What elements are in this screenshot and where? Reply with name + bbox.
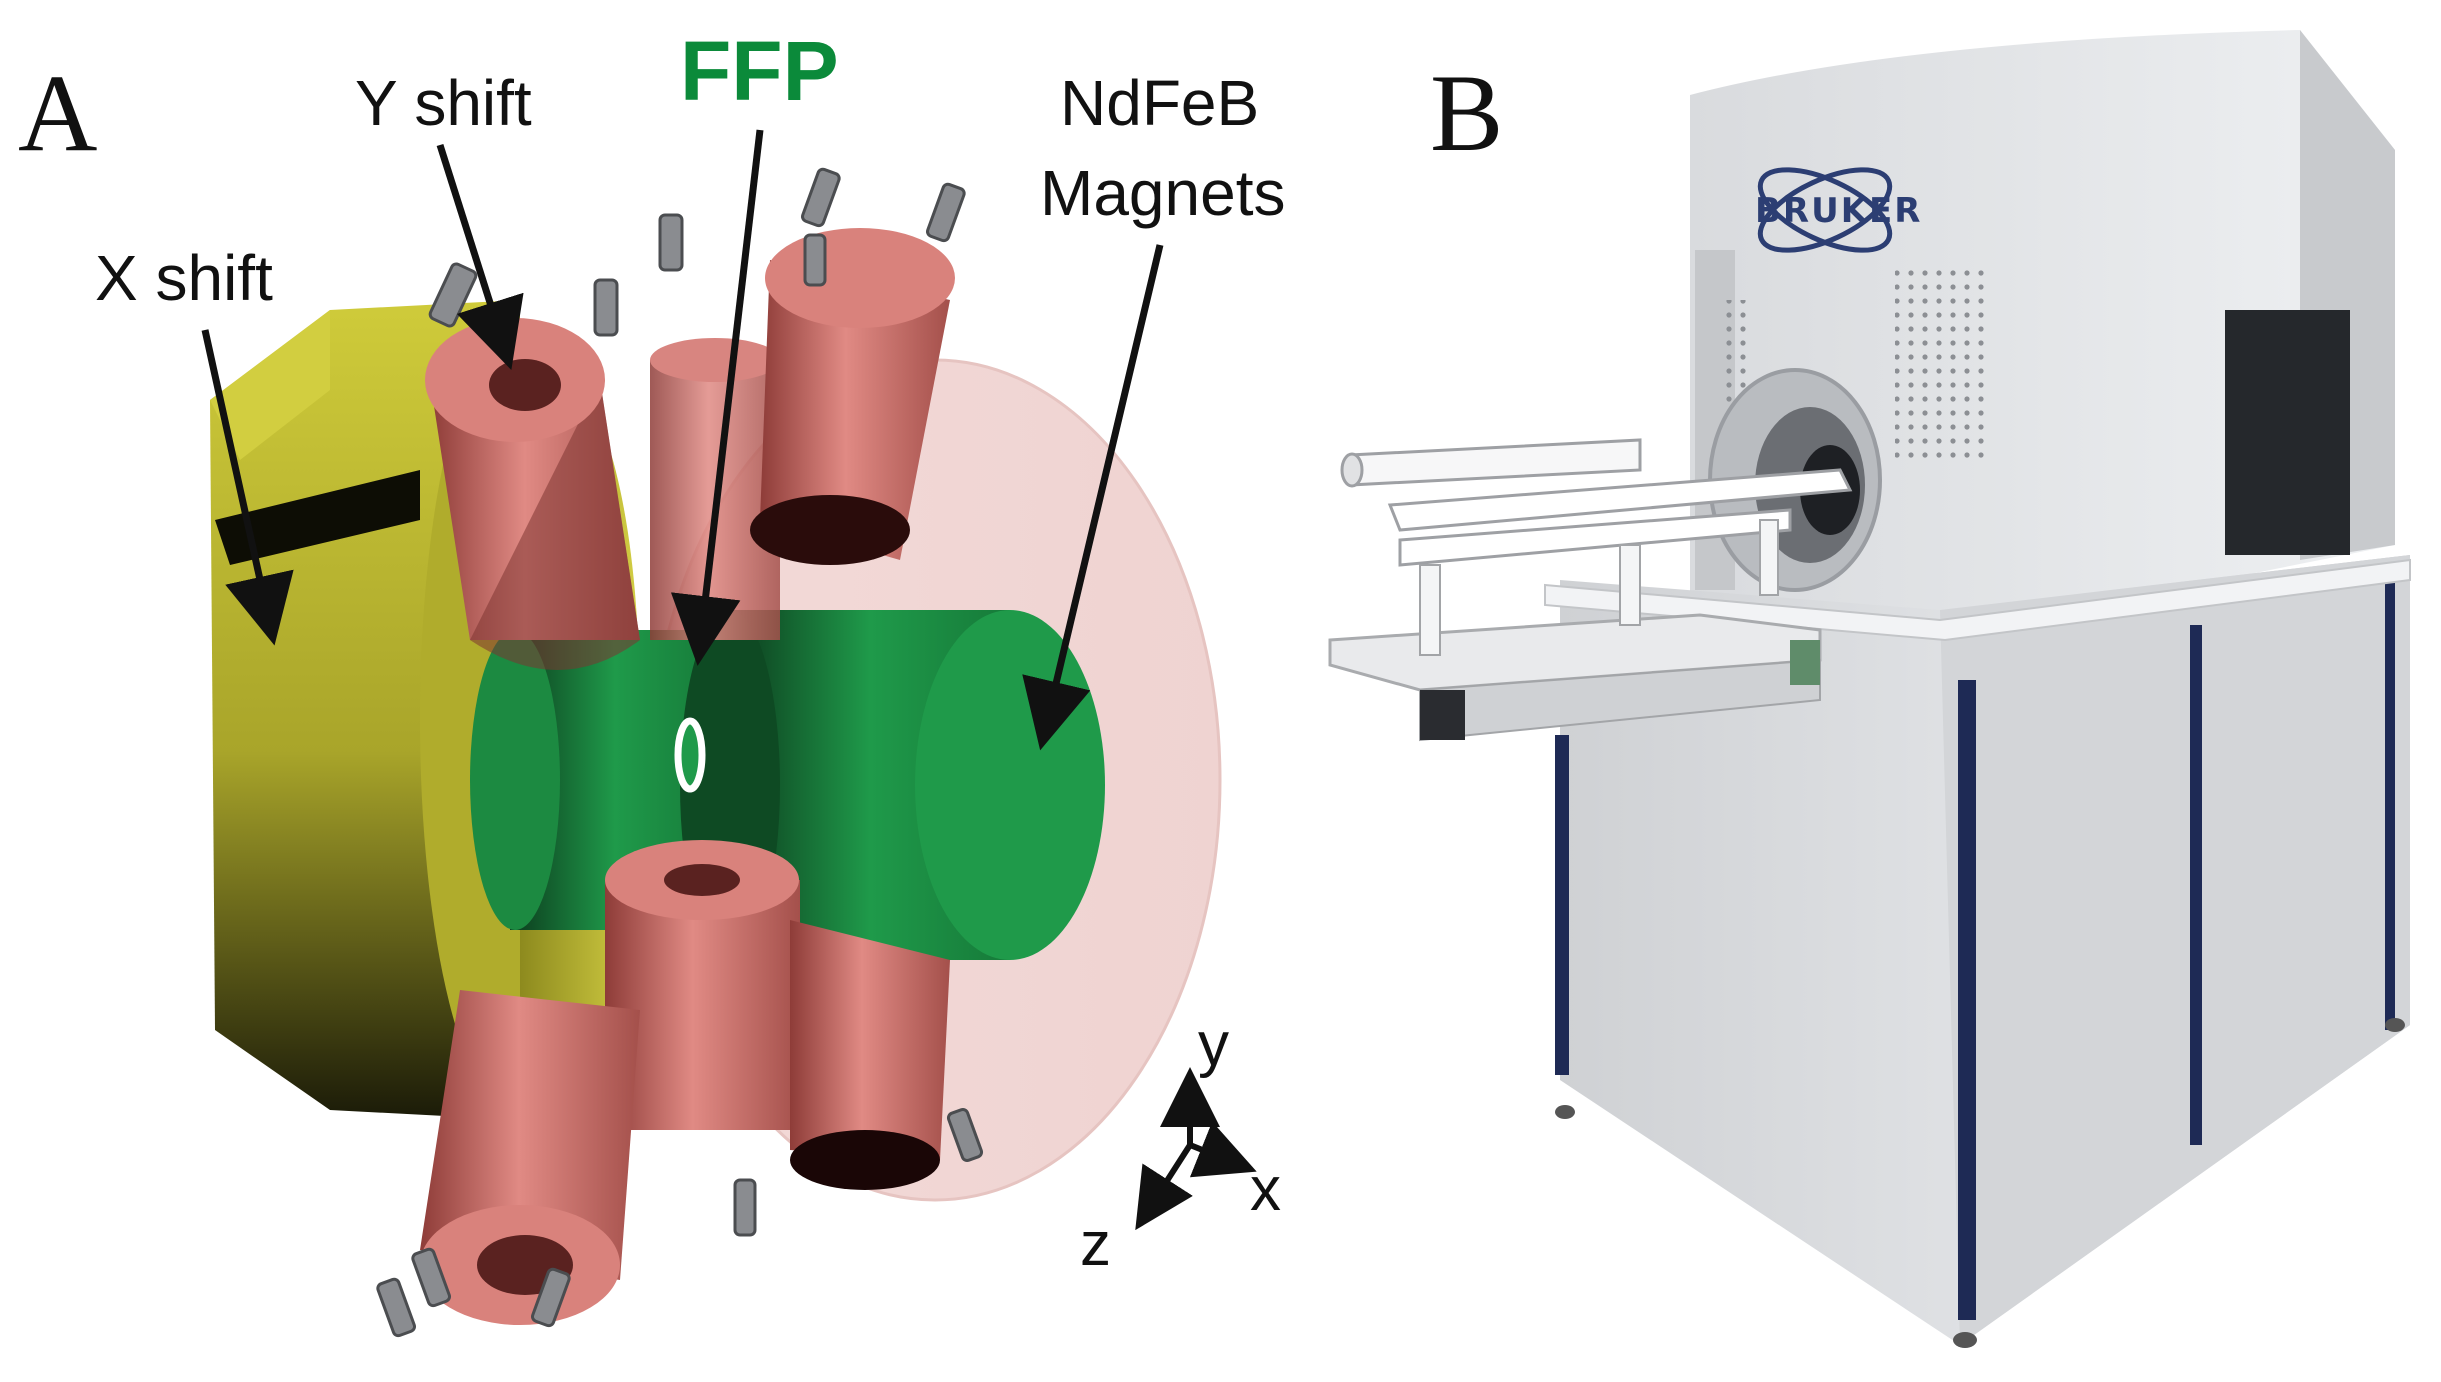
ffp-marker (674, 717, 706, 793)
shift-coils (420, 228, 955, 1325)
coil-clamps (376, 167, 984, 1338)
ndfeb-label-line1: NdFeB (1060, 67, 1259, 139)
coil-lower-right (790, 920, 950, 1190)
ffp-label: FFP (680, 24, 839, 118)
panel-a: A (18, 24, 1285, 1338)
y-shift-arrow (436, 143, 524, 371)
coil-lower-center (605, 840, 800, 1130)
ffp-arrow (670, 129, 764, 666)
ndfeb-label-line2: Magnets (1040, 157, 1285, 229)
display-window (2225, 310, 2350, 555)
ndfeb-arrow (1022, 244, 1164, 751)
panel-a-letter: A (18, 52, 97, 174)
coil-lower-left (420, 990, 640, 1325)
scanner-cabinet (1544, 555, 2411, 1348)
axis-y-label: y (1198, 1010, 1229, 1079)
scanner-housing (1690, 30, 2395, 620)
bruker-logo: BRUKER (1755, 167, 1922, 253)
axes-triad: y x z (1080, 1010, 1281, 1279)
x-shift-arrow (201, 329, 294, 646)
y-shift-label: Y shift (355, 67, 532, 139)
axis-x-label: x (1250, 1155, 1281, 1224)
patient-bed (1328, 438, 1853, 742)
x-shift-label: X shift (95, 242, 273, 314)
panel-b-letter: B (1430, 52, 1503, 174)
bruker-logo-text: BRUKER (1755, 191, 1922, 231)
panel-b: B BRUKER (1328, 30, 2411, 1348)
cabinet-edge-strip (1958, 680, 1976, 1320)
axis-z-label: z (1080, 1210, 1111, 1279)
vent-grille (1895, 265, 1990, 465)
